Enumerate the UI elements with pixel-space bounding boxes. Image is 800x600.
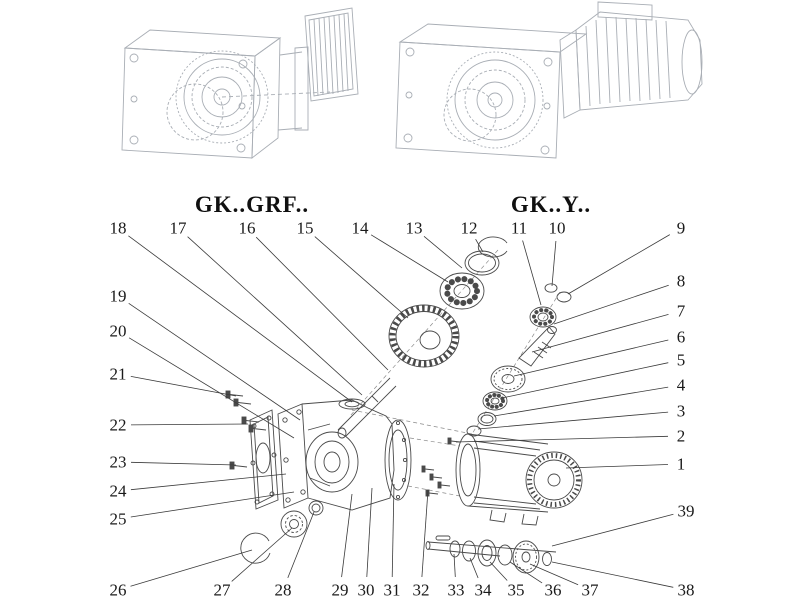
output-shaft (337, 377, 397, 439)
callout-30: 30 (357, 580, 375, 600)
leader-line-23 (130, 461, 237, 466)
leader-line-13 (423, 235, 463, 269)
callout-14: 14 (351, 218, 369, 238)
callout-23: 23 (109, 452, 127, 472)
leader-line-14 (370, 234, 449, 283)
callout-3: 3 (676, 401, 686, 421)
callout-28: 28 (274, 580, 292, 600)
gearbox-y-drawing (395, 1, 703, 159)
output-flange-plate (249, 409, 279, 510)
retaining-rings (464, 236, 508, 276)
leader-line-6 (513, 339, 669, 377)
leader-line-18 (128, 235, 353, 403)
leader-line-7 (531, 314, 669, 353)
leader-line-26 (130, 549, 253, 587)
callout-35: 35 (507, 580, 525, 600)
leader-line-22 (130, 423, 249, 426)
assembly-axis-lines (349, 249, 561, 497)
leader-line-5 (501, 362, 669, 399)
gearbox-grf-drawing (121, 7, 359, 159)
leader-line-32 (421, 489, 429, 578)
model-title-y: GK..Y.. (510, 192, 592, 217)
leader-line-2 (455, 435, 669, 443)
gearbox-housing (277, 398, 412, 511)
callout-27: 27 (213, 580, 231, 600)
callout-29: 29 (331, 580, 349, 600)
leader-line-28 (287, 511, 315, 579)
callout-21: 21 (109, 364, 127, 384)
motor-flange-screws (421, 437, 461, 497)
output-bearing-and-rings (240, 500, 324, 564)
callout-11: 11 (510, 218, 528, 238)
callout-15: 15 (296, 218, 314, 238)
leader-line-35 (489, 561, 508, 581)
callout-13: 13 (405, 218, 423, 238)
callout-5: 5 (676, 350, 686, 370)
callout-39: 39 (677, 501, 695, 521)
callout-31: 31 (383, 580, 401, 600)
callout-4: 4 (676, 375, 686, 395)
leader-line-39 (551, 513, 674, 547)
leader-line-20 (128, 337, 295, 439)
leader-line-37 (529, 563, 579, 586)
callout-26: 26 (109, 580, 127, 600)
leader-line-31 (391, 483, 395, 578)
callout-38: 38 (677, 580, 695, 600)
callout-10: 10 (548, 218, 566, 238)
callout-22: 22 (109, 415, 127, 435)
callout-37: 37 (581, 580, 599, 600)
leader-line-11 (522, 240, 542, 306)
leader-lines-layer (128, 234, 674, 588)
callout-2: 2 (676, 426, 686, 446)
mounting-screws-left (225, 390, 267, 470)
callout-32: 32 (412, 580, 430, 600)
leader-line-33 (453, 553, 456, 578)
callout-12: 12 (460, 218, 478, 238)
leader-line-17 (187, 236, 363, 396)
leader-line-34 (469, 557, 479, 579)
leader-line-27 (231, 527, 293, 582)
callout-36: 36 (544, 580, 562, 600)
input-shaft-assembly (466, 283, 572, 437)
motor (455, 433, 583, 526)
leader-line-15 (314, 236, 409, 319)
leader-line-9 (567, 234, 671, 295)
callout-16: 16 (238, 218, 256, 238)
callout-20: 20 (109, 321, 127, 341)
callout-1: 1 (676, 454, 686, 474)
leader-line-38 (551, 561, 674, 588)
callout-8: 8 (676, 271, 686, 291)
leader-line-21 (130, 376, 237, 397)
callout-19: 19 (109, 286, 127, 306)
leader-line-10 (551, 240, 557, 287)
callout-9: 9 (676, 218, 686, 238)
leader-line-30 (366, 487, 373, 578)
leader-line-29 (341, 493, 353, 578)
leader-line-12 (475, 238, 484, 253)
leader-line-36 (509, 561, 543, 584)
callout-24: 24 (109, 481, 127, 501)
exploded-view-drawing (225, 236, 583, 574)
input-side-bearing (439, 272, 485, 310)
callout-7: 7 (676, 301, 686, 321)
leader-line-24 (130, 473, 287, 491)
leader-line-25 (130, 491, 295, 518)
leader-line-19 (128, 302, 301, 421)
callout-33: 33 (447, 580, 465, 600)
callout-25: 25 (109, 509, 127, 529)
main-gear (388, 304, 460, 368)
callout-18: 18 (109, 218, 127, 238)
leader-line-1 (565, 464, 669, 469)
callout-6: 6 (676, 327, 686, 347)
callout-17: 17 (169, 218, 187, 238)
model-title-grf: GK..GRF.. (194, 192, 310, 217)
leader-line-8 (553, 284, 669, 325)
leader-line-16 (255, 236, 389, 371)
callout-34: 34 (474, 580, 492, 600)
input-shaft-horizontal (425, 535, 557, 574)
leader-line-3 (477, 411, 669, 430)
leader-line-4 (493, 386, 669, 417)
